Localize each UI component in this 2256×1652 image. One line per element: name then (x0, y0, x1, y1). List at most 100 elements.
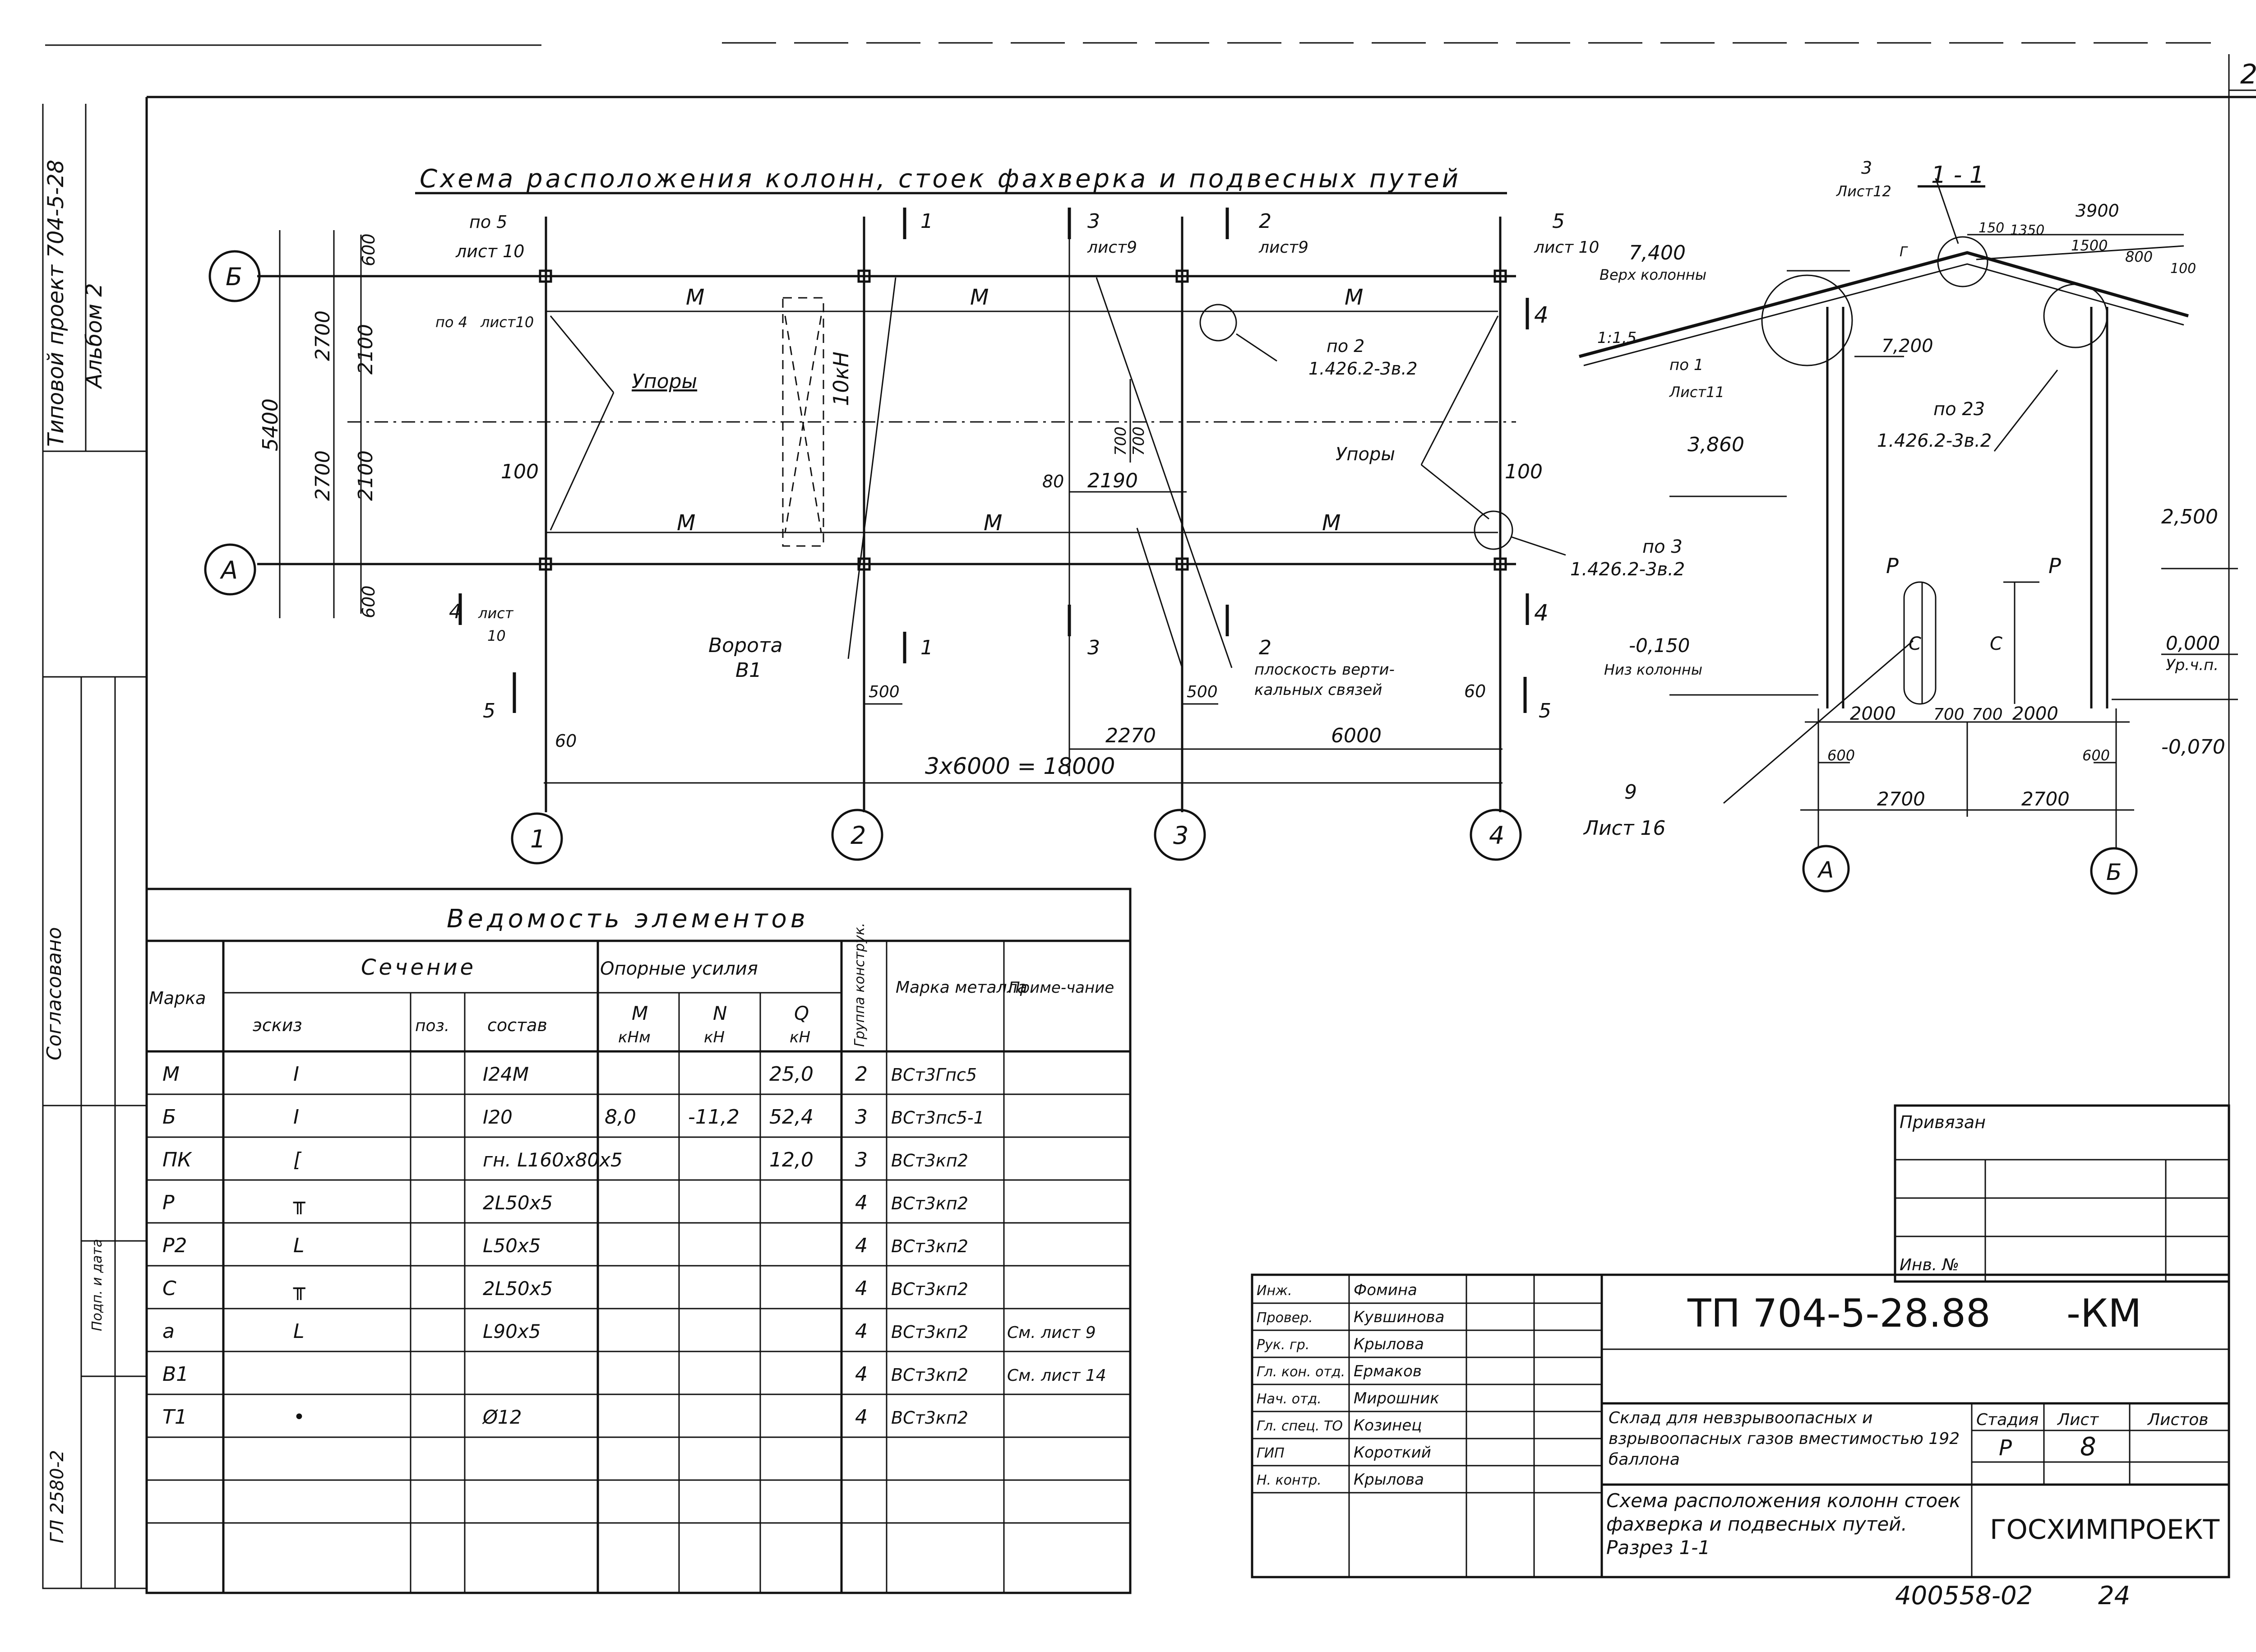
stops-label-right: Упоры (1336, 444, 1395, 465)
level-7200: 7,200 (1882, 336, 1933, 356)
ref-po1: по 1 (1669, 356, 1703, 374)
table-cell-mark: а (162, 1320, 175, 1343)
th-n: N (713, 1002, 727, 1024)
signer-name: Фомина (1354, 1281, 1417, 1299)
table-cell-metal: ВСт3кп2 (891, 1408, 968, 1428)
table-cell-mark: М (162, 1063, 180, 1086)
gate-label: Ворота (708, 634, 783, 657)
cut-2-sheet: лист9 (1258, 238, 1308, 257)
rail-label-2: М (970, 285, 989, 310)
table-cell-note: См. лист 14 (1007, 1366, 1106, 1385)
dim-60-right: 60 (1464, 681, 1486, 701)
member-g: Г (1900, 244, 1908, 260)
sec-dim-3900: 3900 (2076, 201, 2119, 221)
table-cell-mark: Р2 (162, 1234, 187, 1257)
level-minus-0070: -0,070 (2161, 736, 2225, 759)
table-cell-metal: ВСт3кп2 (891, 1322, 968, 1342)
table-cell-group: 4 (855, 1191, 868, 1214)
table-cell-sketch: ╥ (293, 1277, 305, 1300)
side-stamp-line2: Альбом 2 (82, 283, 107, 389)
th-q: Q (794, 1002, 809, 1024)
level-floor: Ур.ч.п. (2166, 656, 2219, 674)
dim-6000: 6000 (1331, 724, 1382, 747)
table-cell-group: 4 (855, 1277, 868, 1300)
cut-5-left: 5 (483, 699, 495, 722)
drawing-code: ТП 704-5-28.88 (1687, 1291, 1991, 1336)
table-cell-comp: I24М (483, 1063, 529, 1085)
ref-po5: по 5 (469, 212, 507, 232)
sec-dim-600-right: 600 (2082, 747, 2110, 764)
rail-label-1: М (686, 285, 704, 310)
th-m-units: кНм (618, 1028, 651, 1046)
dim-60-left: 60 (555, 731, 577, 751)
cut-3-bottom: 3 (1087, 636, 1100, 659)
section-title: 1 - 1 (1931, 162, 1984, 189)
cut-2-top: 2 (1259, 210, 1271, 233)
ref-series-2: 1.426.2-3в.2 (1308, 359, 1418, 379)
signer-role: Инж. (1257, 1283, 1292, 1299)
table-cell-sketch: L (293, 1320, 305, 1343)
signer-name: Козинец (1354, 1416, 1422, 1435)
section-ref-3: 3 (1861, 158, 1872, 178)
table-cell-sketch: [ (293, 1148, 302, 1171)
bracing-label-1: плоскость верти- (1254, 661, 1395, 679)
level-minus-0150: -0,150 (1629, 634, 1690, 657)
sec-dim-1350: 1350 (2010, 222, 2044, 238)
archive-sheet: 24 (2098, 1581, 2130, 1610)
roof-slope: 1:1,5 (1597, 329, 1637, 347)
th-metal: Марка металла (896, 978, 1027, 997)
table-cell-group: 3 (855, 1106, 868, 1129)
cut-5-sheet: лист 10 (1534, 238, 1599, 257)
sec-dim-150: 150 (1979, 220, 2004, 236)
signer-role: Рук. гр. (1257, 1337, 1309, 1353)
table-cell-note: См. лист 9 (1007, 1323, 1096, 1342)
cut-4-left-sheet: лист (478, 605, 514, 622)
plan-axis-B: Б (226, 263, 242, 291)
rail-label-3: М (1345, 285, 1363, 310)
member-P-left: Р (1886, 554, 1899, 578)
ref-po3: по 3 (1642, 537, 1683, 557)
rail-label-5: М (984, 510, 1002, 536)
signer-name: Крылова (1354, 1335, 1424, 1353)
dim-2100-bottom: 2100 (354, 450, 377, 501)
sheet-header: Лист (2057, 1411, 2099, 1429)
cut-3-top: 3 (1087, 210, 1100, 233)
th-comp: состав (487, 1015, 547, 1035)
table-cell-metal: ВСт3кп2 (891, 1151, 968, 1171)
table-cell-metal: ВСт3кп2 (891, 1194, 968, 1213)
bracing-label-2: кальных связей (1254, 681, 1382, 699)
sec-dim-2700-left: 2700 (1877, 788, 1925, 810)
archive-number: 400558-02 (1895, 1581, 2033, 1610)
cut-3-sheet: лист9 (1087, 238, 1137, 257)
ref-po2: по 2 (1327, 336, 1364, 356)
th-q-units: кН (790, 1028, 810, 1046)
table-cell-mark: ПК (162, 1148, 192, 1171)
th-forces: Опорные усилия (600, 958, 758, 979)
level-2500: 2,500 (2161, 505, 2218, 528)
signer-role: Н. контр. (1257, 1472, 1322, 1488)
side-stamp (42, 104, 148, 1589)
table-cell-mark: Б (162, 1106, 176, 1129)
ref-series-3: 1.426.2-3в.2 (1570, 559, 1685, 580)
signer-name: Кувшинова (1354, 1308, 1444, 1326)
signer-name: Крылова (1354, 1471, 1424, 1489)
member-C-right: С (1990, 634, 2002, 654)
level-7400: 7,400 (1629, 241, 1686, 264)
object-name-box: Склад для невзрывоопасных и взрывоопасны… (1609, 1409, 1960, 1469)
dim-2700-top: 2700 (311, 310, 334, 361)
plan-axis-3: 3 (1173, 821, 1188, 850)
organization: ГОСХИМПРОЕКТ (1990, 1514, 2220, 1546)
table-cell-n: -11,2 (688, 1106, 740, 1129)
sheet-value: 8 (2080, 1432, 2096, 1462)
plan-axis-1: 1 (530, 825, 546, 853)
stamp-privyazan: Привязан (1900, 1112, 1986, 1132)
table-cell-comp: I20 (483, 1106, 513, 1128)
signer-name: Мирошник (1354, 1389, 1439, 1407)
table-cell-comp: L50х5 (483, 1235, 541, 1257)
sec-dim-2000-left: 2000 (1850, 703, 1896, 724)
table-cell-q: 52,4 (769, 1106, 814, 1129)
cut-4-top: 4 (1534, 302, 1549, 328)
drawing-name: Схема расположения колонн стоек фахверка… (1606, 1490, 1961, 1559)
